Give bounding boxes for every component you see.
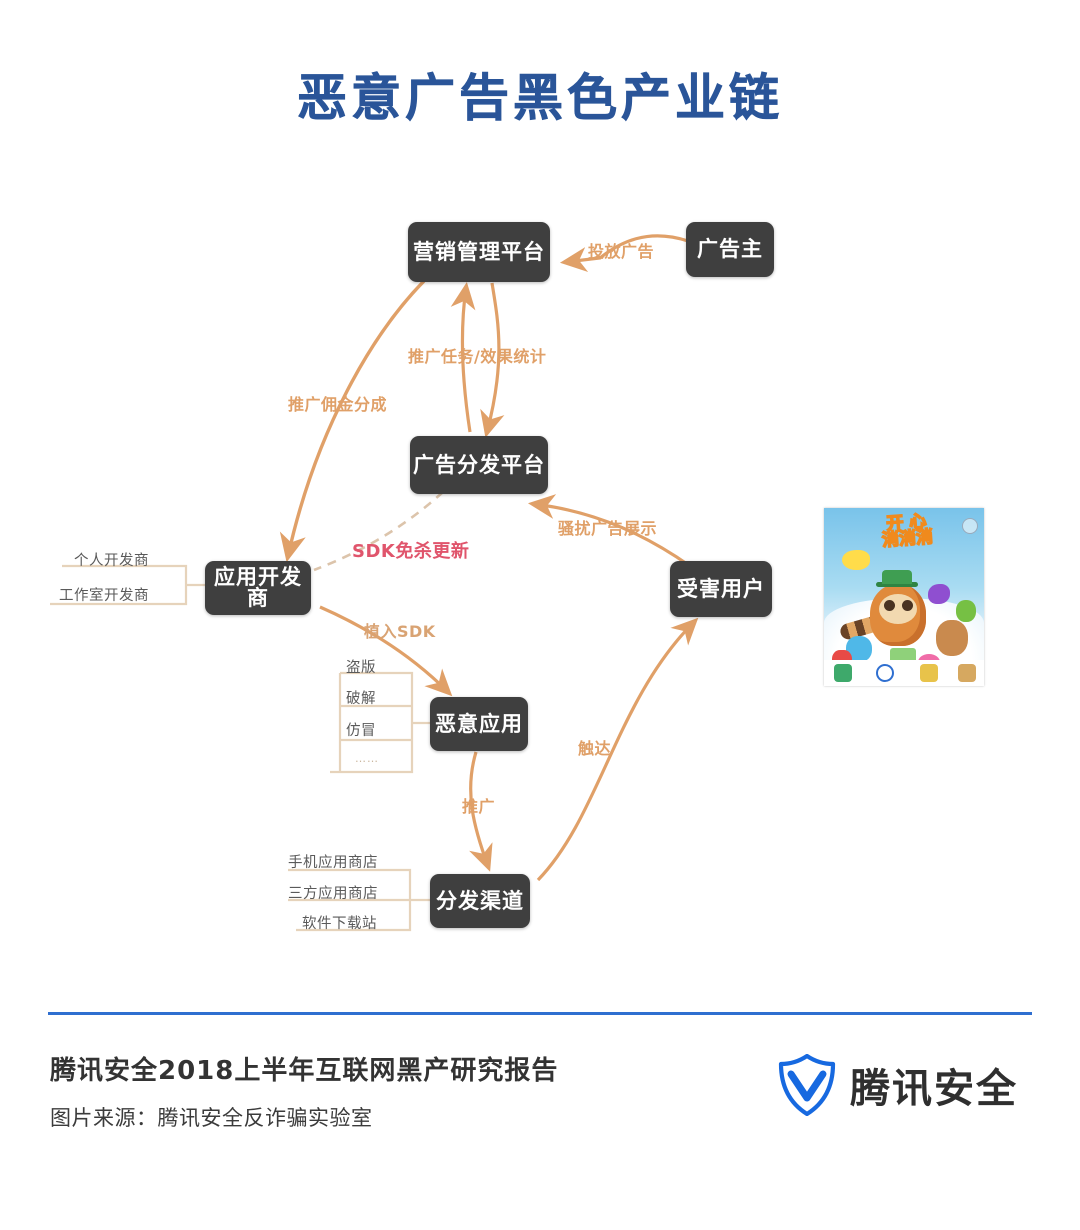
game-app-screenshot[interactable]: 开 心 消消消 (824, 508, 984, 686)
edge-label-commission: 推广佣金分成 (288, 395, 388, 414)
edge-path-task-stats-down (480, 282, 505, 438)
game-title-line2: 消消消 (881, 526, 935, 551)
edge-path-ad-display (527, 494, 691, 568)
branch-item-malapp-1: 破解 (346, 691, 376, 707)
edge-label-sdk-update: SDK免杀更新 (352, 541, 470, 562)
node-label: 分发渠道 (436, 888, 524, 913)
edge-path-embed-sdk (319, 605, 453, 697)
bottom-icon-3[interactable] (920, 664, 938, 682)
edge-label-task-stats: 推广任务/效果统计 (408, 347, 547, 366)
branch-item-malapp-2: 仿冒 (346, 723, 376, 739)
branch-item-developer-0: 个人开发商 (74, 553, 149, 569)
branch-item-channel-1: 三方应用商店 (288, 886, 378, 902)
node-label: 营销管理平台 (413, 239, 545, 264)
node-app-developer[interactable]: 应用开发商 (205, 561, 311, 615)
purple-creature-icon (928, 584, 950, 604)
branch-item-channel-2: 软件下载站 (302, 916, 377, 932)
page-title: 恶意广告黑色产业链 (297, 69, 783, 128)
thumb-bottom-bar (824, 660, 984, 686)
diagram-edges (50, 234, 699, 932)
logo-text: 腾讯安全 (850, 1066, 1018, 1112)
branch-item-developer-1: 工作室开发商 (59, 588, 149, 604)
image-source-note: 图片来源：腾讯安全反诈骗实验室 (50, 1106, 373, 1130)
branch-bracket-developer (50, 564, 206, 606)
tencent-security-logo: 腾讯安全 (778, 1052, 1028, 1118)
node-victim-user[interactable]: 受害用户 (670, 561, 772, 617)
edge-label-reach: 触达 (578, 739, 612, 758)
node-advertiser[interactable]: 广告主 (686, 222, 774, 277)
edge-path-sdk-update (313, 491, 444, 572)
node-label: 受害用户 (677, 576, 765, 601)
branch-item-malapp-3: …… (355, 752, 379, 765)
edge-label-embed-sdk: 植入SDK (364, 622, 436, 641)
diagram-canvas: 营销管理平台 广告主 广告分发平台 应用开发商 受害用户 恶意应用 分发渠道 投… (50, 222, 984, 932)
node-marketing[interactable]: 营销管理平台 (408, 222, 550, 282)
yellow-bird-icon (842, 550, 870, 570)
bottom-icon-1[interactable] (834, 664, 852, 682)
node-distribution-channel[interactable]: 分发渠道 (430, 874, 530, 928)
raccoon-hat (882, 570, 912, 584)
edge-path-commission (279, 279, 426, 563)
edge-path-place-ad (559, 234, 689, 272)
close-icon[interactable] (962, 518, 978, 534)
bear-toy-icon (936, 620, 968, 656)
green-creature-icon (956, 600, 976, 622)
footer-divider (48, 1012, 1032, 1015)
node-label: 广告分发平台 (413, 452, 545, 477)
node-label: 应用开发商 (214, 565, 302, 610)
branch-item-channel-0: 手机应用商店 (288, 855, 378, 871)
node-label: 恶意应用 (435, 711, 523, 736)
raccoon-eye-right (902, 600, 913, 611)
branch-bracket-malapp (330, 671, 432, 774)
edge-label-place-ad: 投放广告 (588, 242, 655, 261)
raccoon-hat-brim (876, 582, 918, 587)
edge-path-reach (536, 617, 699, 882)
raccoon-eye-left (884, 600, 895, 611)
edge-label-ad-display: 骚扰广告展示 (558, 519, 658, 538)
node-ad-distribution[interactable]: 广告分发平台 (410, 436, 548, 494)
edge-label-promote: 推广 (462, 797, 496, 816)
branch-item-malapp-0: 盗版 (346, 660, 376, 676)
bottom-icon-2[interactable] (876, 664, 894, 682)
node-malicious-app[interactable]: 恶意应用 (430, 697, 528, 751)
edge-path-task-stats-up (450, 281, 476, 433)
node-label: 广告主 (697, 237, 763, 261)
shield-icon (778, 1053, 836, 1117)
edge-path-promote (469, 751, 493, 872)
report-title: 腾讯安全2018上半年互联网黑产研究报告 (50, 1056, 559, 1086)
bottom-icon-4[interactable] (958, 664, 976, 682)
